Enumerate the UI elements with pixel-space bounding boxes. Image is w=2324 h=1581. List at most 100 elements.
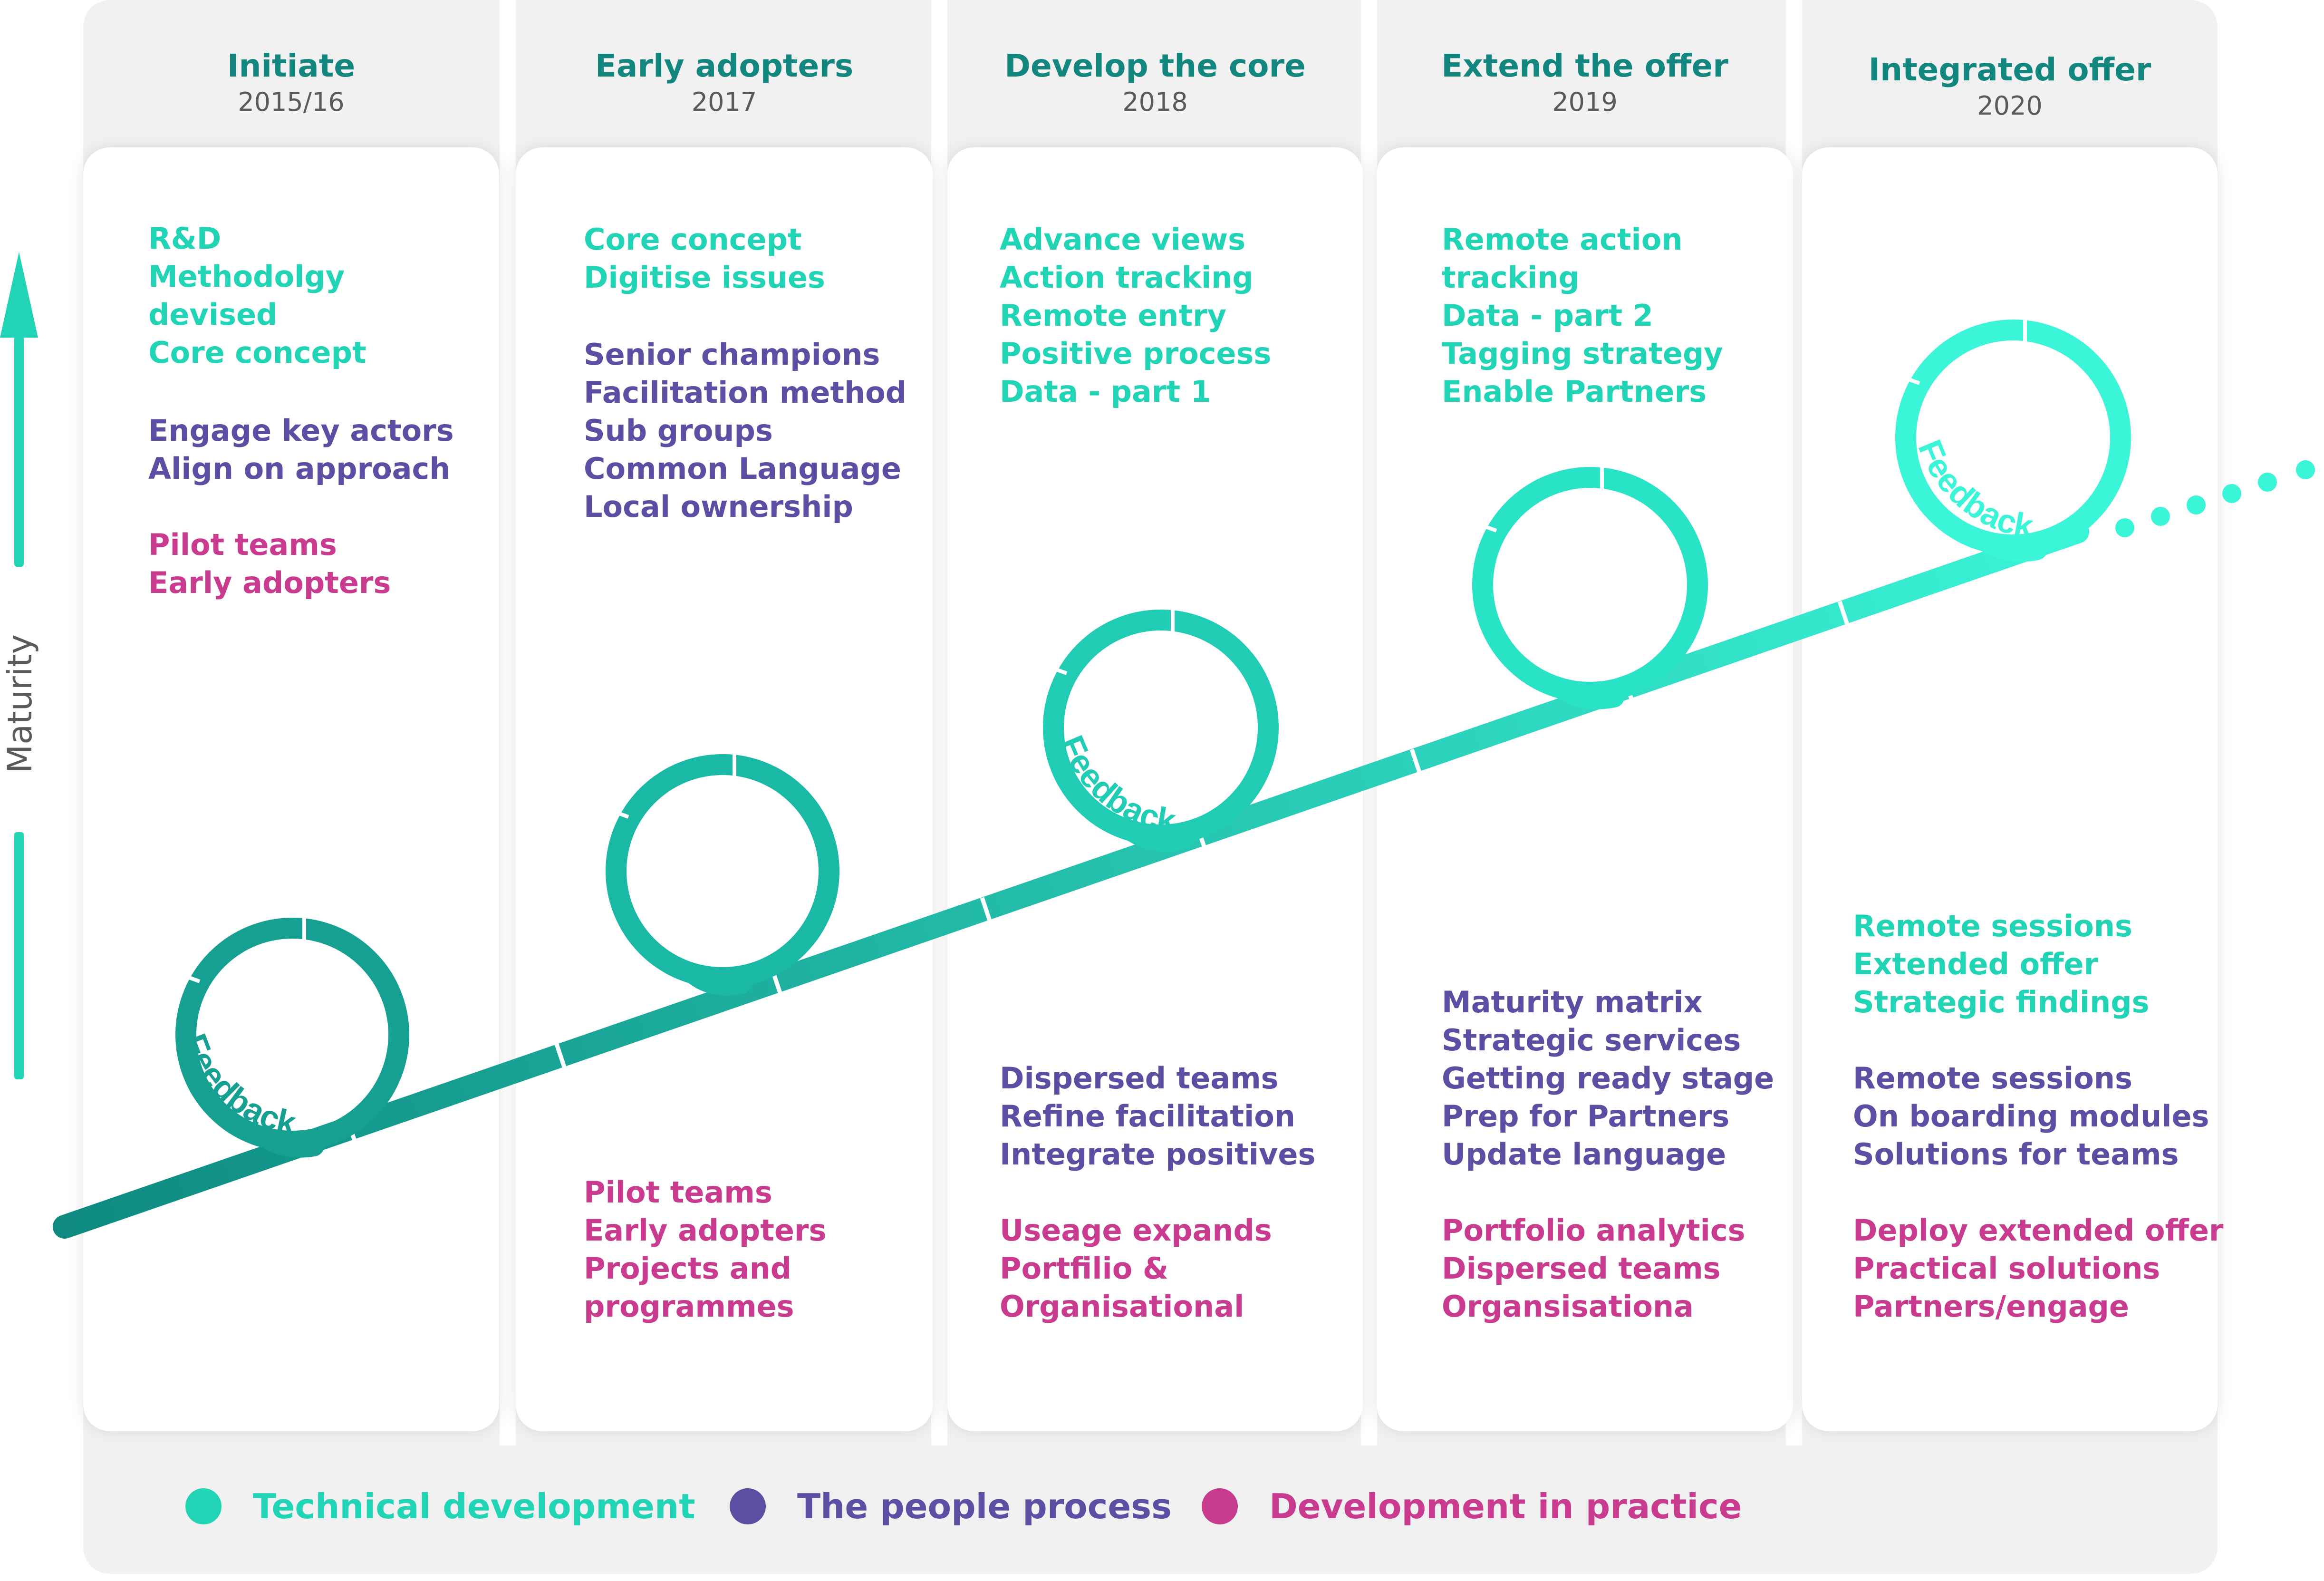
loop-join	[685, 964, 752, 996]
practice-list: Pilot teams Early adopters Projects and …	[584, 1174, 826, 1326]
people-list: Maturity matrix Strategic services Getti…	[1442, 983, 1774, 1174]
list-item: Remote sessions	[1853, 909, 2132, 943]
list-item: On boarding modules	[1853, 1099, 2209, 1134]
list-item: Align on approach	[148, 451, 451, 486]
stage-header-develop-the-core: Develop the core 2018	[947, 46, 1363, 131]
stage-card-initiate	[83, 147, 499, 1431]
list-item: Advance views	[1000, 222, 1246, 257]
list-item: Remote entry	[1000, 298, 1227, 333]
loop-gap	[607, 807, 629, 819]
practice-list: Pilot teams Early adopters	[148, 526, 391, 602]
loop-gap	[827, 805, 850, 816]
loop-gap	[1265, 661, 1288, 672]
list-item: Strategic services	[1442, 1023, 1741, 1057]
list-item: Prep for Partners	[1442, 1099, 1730, 1134]
continuation-dot	[2222, 484, 2241, 503]
growth-track	[53, 520, 2089, 1239]
people-list: Engage key actors Align on approach	[148, 412, 454, 488]
list-item: Remote action	[1442, 222, 1683, 257]
list-item: Useage expands	[1000, 1213, 1272, 1248]
list-item: Integrate positives	[1000, 1137, 1316, 1172]
column-gap	[1361, 0, 1377, 1445]
continuation-dot	[2187, 495, 2206, 514]
people-list: Dispersed teams Refine facilitation Inte…	[1000, 1059, 1315, 1174]
stage-title: Extend the offer	[1441, 48, 1728, 84]
loop-gap	[397, 968, 420, 980]
loop-segment-gaps	[178, 319, 2141, 983]
technical-list: Advance views Action tracking Remote ent…	[1000, 221, 1271, 411]
list-item: programmes	[584, 1289, 794, 1324]
list-item: Update language	[1442, 1137, 1726, 1172]
list-item: Early adopters	[584, 1213, 827, 1248]
list-item: Pilot teams	[584, 1175, 772, 1210]
column-gap	[931, 0, 947, 1445]
continuation-dot	[2151, 507, 2170, 526]
stage-year: 2015/16	[238, 87, 345, 117]
stage-header-early-adopters: Early adopters 2017	[516, 46, 933, 131]
continuation-dots	[2115, 460, 2315, 537]
feedback-loop-extend-the-offer	[1472, 467, 1708, 703]
stage-card-integrated-offer	[1802, 147, 2218, 1431]
list-item: Enable Partners	[1442, 374, 1707, 409]
list-item: Projects and	[584, 1251, 792, 1286]
list-item: Data - part 1	[1000, 374, 1211, 409]
list-item: Organsisationa	[1442, 1289, 1694, 1324]
list-item: tracking	[1442, 260, 1580, 295]
practice-list: Deploy extended offer Practical solution…	[1853, 1212, 2223, 1326]
loop-gap	[1898, 374, 1920, 385]
maturity-axis-label: Maturity	[0, 634, 39, 774]
legend-dot-icon	[1202, 1488, 1238, 1524]
axis-arrowhead-icon	[0, 252, 38, 338]
continuation-dot	[2258, 473, 2277, 492]
track-gap	[1409, 748, 1423, 776]
loop-join	[256, 1127, 324, 1158]
stage-year: 2019	[1552, 87, 1618, 117]
stage-title: Early adopters	[595, 48, 854, 84]
list-item: Portfilio &	[1000, 1251, 1168, 1286]
list-item: Portfolio analytics	[1442, 1213, 1745, 1248]
axis-line-lower	[14, 832, 24, 1079]
axis-line-upper	[14, 304, 24, 567]
loop-join	[1977, 532, 2047, 562]
column-gap	[500, 0, 516, 1445]
stage-card-early-adopters	[516, 147, 933, 1431]
technical-list: Remote sessions Extended offer Strategic…	[1853, 907, 2150, 1021]
list-item: Remote sessions	[1853, 1061, 2132, 1096]
list-item: Facilitation method	[584, 375, 907, 410]
stage-year: 2020	[1977, 91, 2043, 121]
list-item: Core concept	[148, 335, 366, 370]
feedback-loop-early-adopters	[606, 754, 839, 988]
practice-list: Portfolio analytics Dispersed teams Orga…	[1442, 1212, 1745, 1326]
loop-join	[1123, 822, 1194, 852]
list-item: Deploy extended offer	[1853, 1213, 2224, 1248]
list-item: Refine facilitation	[1000, 1099, 1295, 1134]
loop-gap	[1045, 664, 1068, 675]
list-item: Senior champions	[584, 337, 880, 372]
legend-label: Development in practice	[1269, 1486, 1742, 1526]
stage-title: Integrated offer	[1868, 51, 2151, 88]
list-item: Local ownership	[584, 489, 853, 524]
legend-dot-icon	[730, 1488, 766, 1524]
stage-title: Initiate	[227, 48, 356, 84]
maturity-axis	[0, 252, 38, 1079]
list-item: Methodolgy	[148, 259, 345, 294]
stage-header-integrated-offer: Integrated offer 2020	[1802, 49, 2218, 135]
people-list: Remote sessions On boarding modules Solu…	[1853, 1059, 2209, 1174]
legend-dot-icon	[185, 1488, 222, 1524]
stage-title: Develop the core	[1004, 48, 1306, 84]
loop-gap	[178, 972, 201, 983]
list-item: Data - part 2	[1442, 298, 1653, 333]
list-item: R&D	[148, 221, 222, 256]
stage-card-develop-the-core	[947, 147, 1363, 1431]
list-item: Strategic findings	[1853, 985, 2150, 1019]
loop-join	[1553, 679, 1624, 709]
list-item: Getting ready stage	[1442, 1061, 1774, 1096]
list-item: Positive process	[1000, 336, 1272, 371]
list-item: Core concept	[584, 222, 802, 257]
list-item: Pilot teams	[148, 527, 337, 562]
list-item: Tagging strategy	[1442, 336, 1723, 371]
list-item: Partners/engage	[1853, 1289, 2129, 1324]
loop-gap	[1695, 518, 1718, 530]
track-gap	[980, 897, 993, 924]
